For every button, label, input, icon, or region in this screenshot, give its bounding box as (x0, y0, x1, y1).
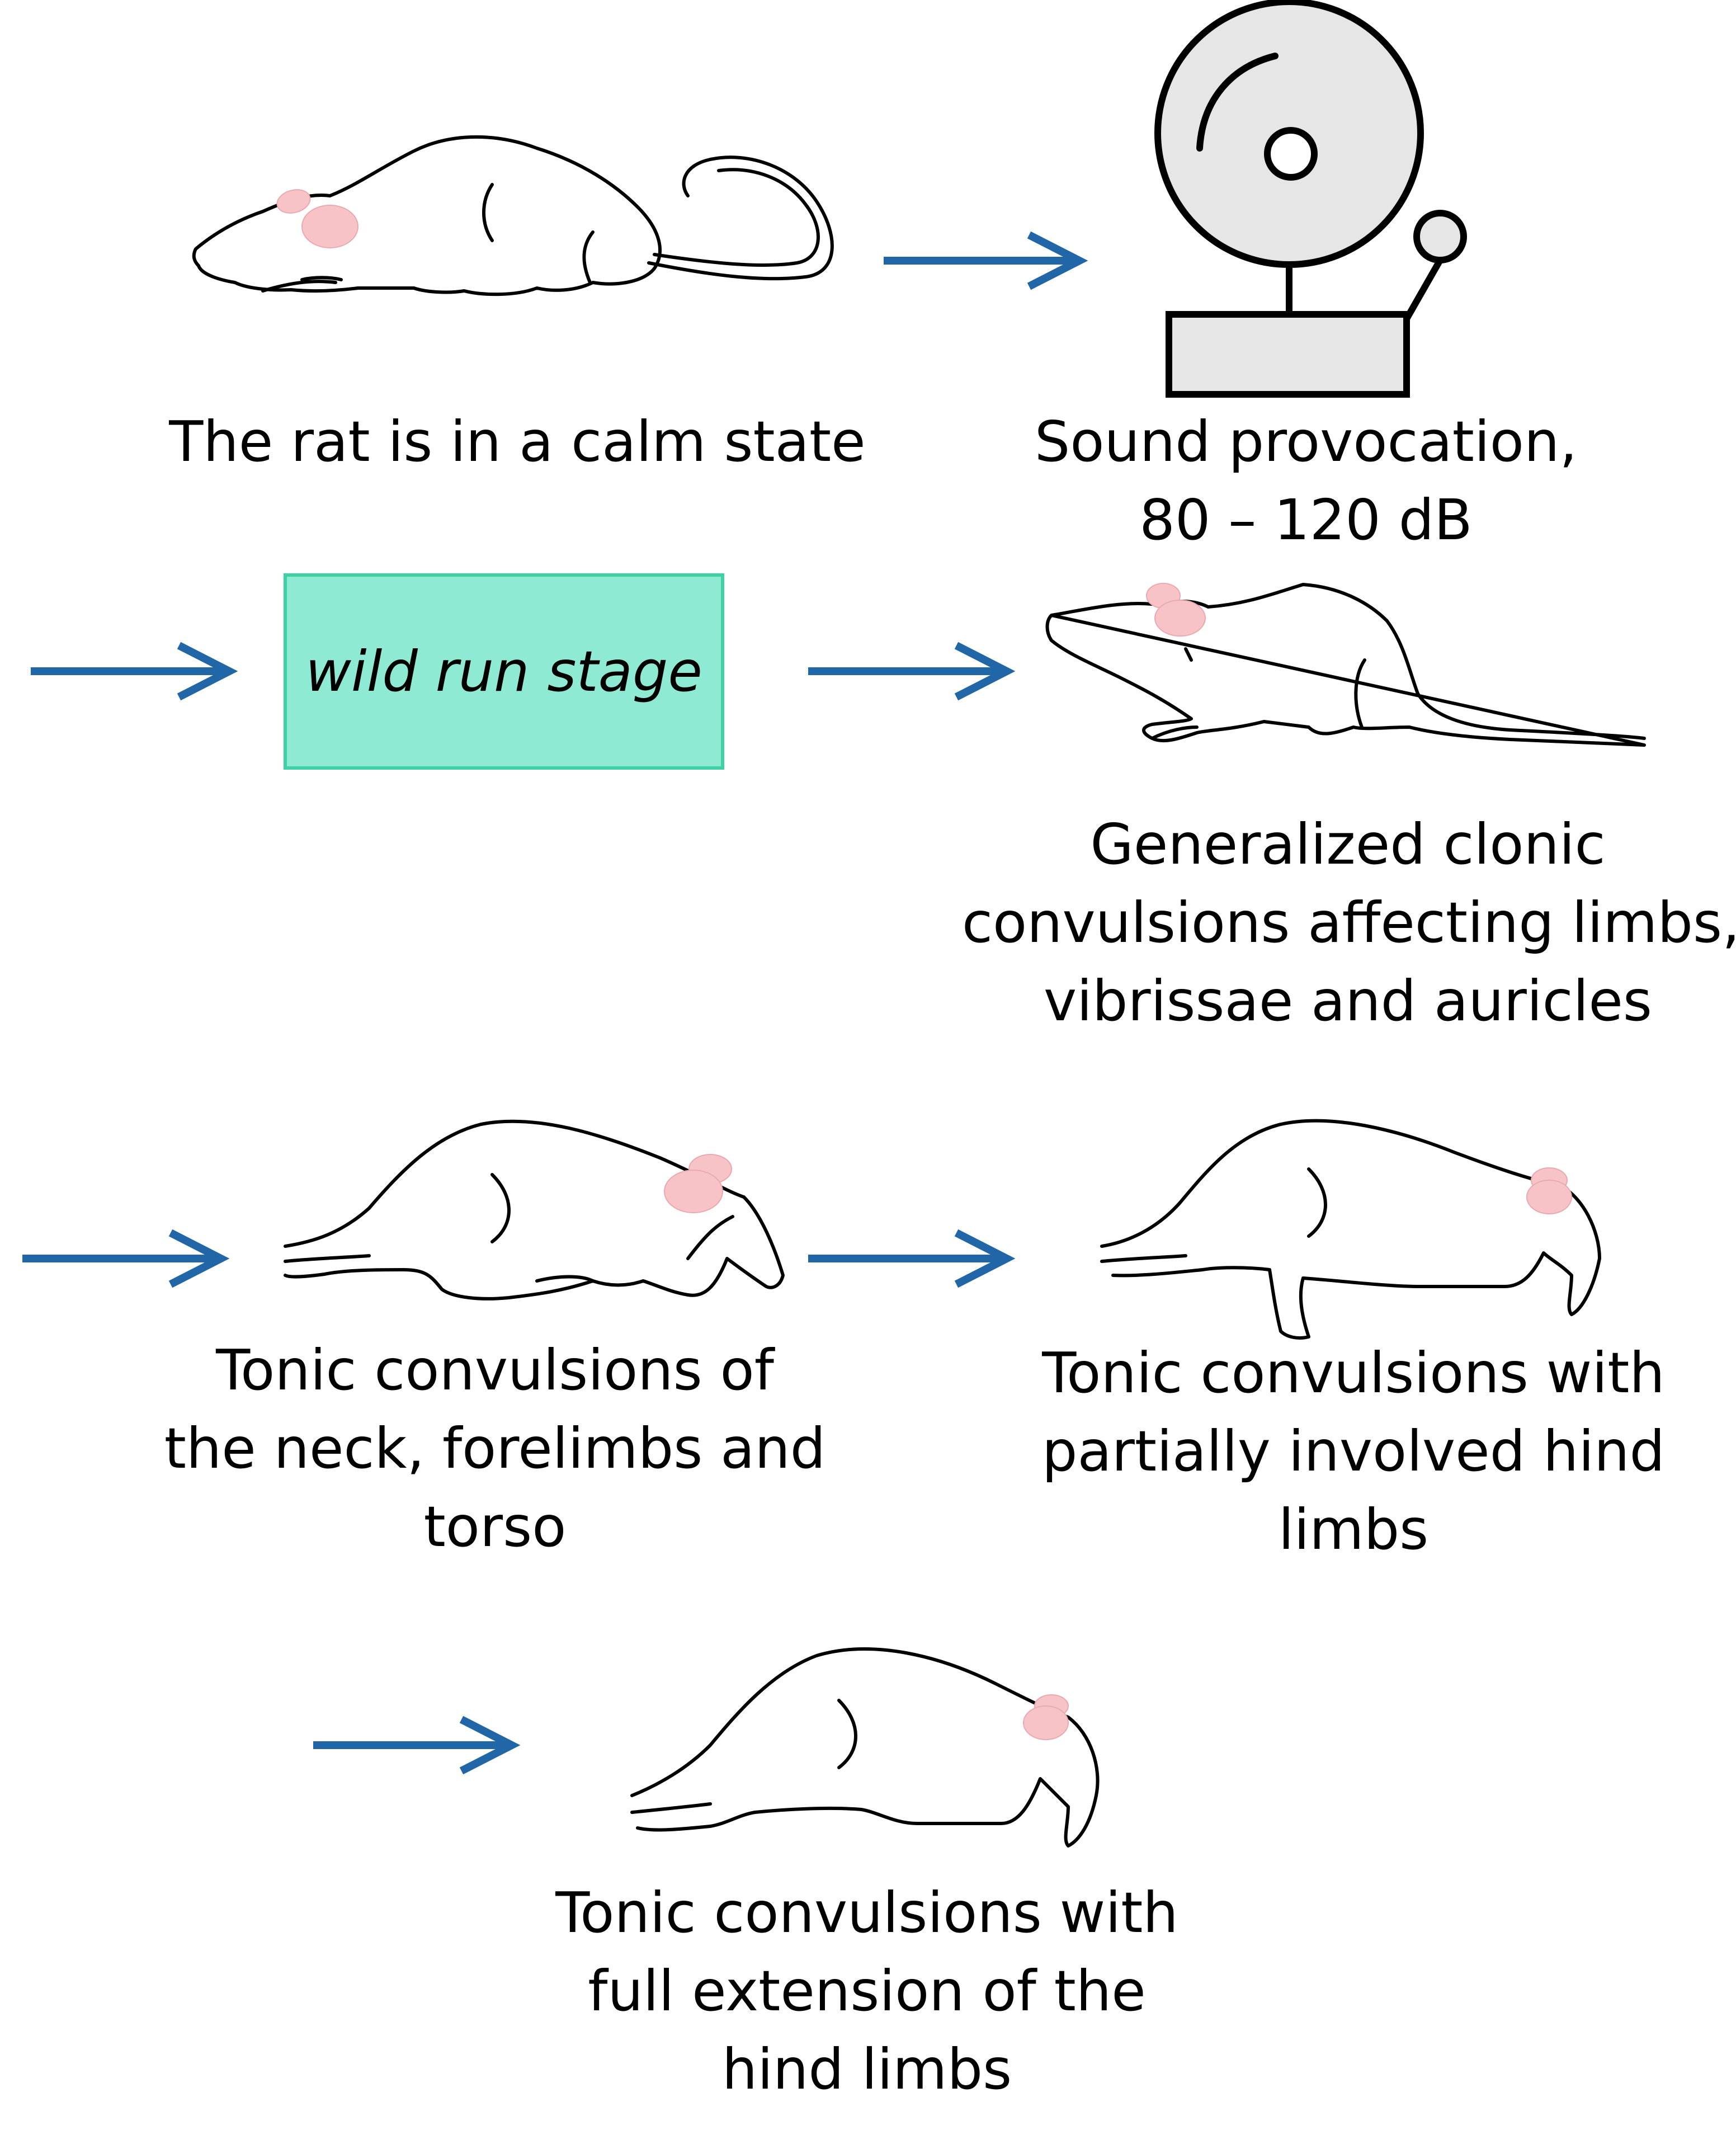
caption-tonic-partial-line-2: partially involved hind (1042, 1419, 1665, 1484)
tonic-partial-rat-illustration (1100, 1119, 1601, 1340)
arrow-wild-run-to-clonic (808, 642, 1016, 701)
arrow-into-wild-run (31, 642, 238, 701)
caption-tonic-partial-line-1: Tonic convulsions with (1042, 1340, 1665, 1406)
caption-tonic-full-line-1: Tonic convulsions with (555, 1880, 1178, 1945)
caption-calm: The rat is in a calm state (157, 403, 878, 481)
caption-tonic-neck-line-2: the neck, forelimbs and (164, 1416, 826, 1481)
tonic-neck-rat-illustration (284, 1119, 785, 1300)
caption-sound: Sound provocation, 80 – 120 dB (1012, 403, 1600, 559)
caption-clonic-line-2: convulsions affecting limbs, (962, 890, 1736, 955)
caption-tonic-neck: Tonic convulsions of the neck, forelimbs… (151, 1331, 839, 1566)
arrow-into-tonic-neck (22, 1229, 230, 1288)
wild-run-stage-label: wild run stage (305, 639, 702, 704)
clonic-rat-illustration (1045, 583, 1646, 747)
caption-clonic-line-1: Generalized clonic (1090, 812, 1606, 877)
caption-clonic-line-3: vibrissae and auricles (1044, 968, 1652, 1034)
caption-tonic-full-line-2: full extension of the (588, 1958, 1146, 2024)
caption-clonic: Generalized clonic convulsions affecting… (962, 805, 1736, 1040)
arrow-tonic-neck-to-partial (808, 1229, 1016, 1288)
arrow-into-tonic-full (313, 1716, 521, 1775)
flow-arrows (22, 231, 1088, 1775)
alarm-bell-icon (1154, 0, 1467, 398)
caption-sound-line-2: 80 – 120 dB (1139, 487, 1473, 553)
caption-tonic-full-line-3: hind limbs (721, 2037, 1012, 2102)
caption-tonic-partial: Tonic convulsions with partially involve… (1018, 1334, 1689, 1569)
calm-rat-illustration (192, 135, 834, 296)
caption-sound-line-1: Sound provocation, (1034, 409, 1578, 474)
tonic-full-rat-illustration (630, 1647, 1100, 1848)
caption-calm-line-1: The rat is in a calm state (169, 409, 866, 474)
arrow-calm-to-sound (884, 231, 1088, 290)
caption-tonic-neck-line-1: Tonic convulsions of (216, 1337, 774, 1403)
caption-tonic-neck-line-3: torso (423, 1494, 567, 1559)
wild-run-stage-box: wild run stage (284, 573, 724, 770)
caption-tonic-full: Tonic convulsions with full extension of… (537, 1874, 1197, 2109)
caption-tonic-partial-line-3: limbs (1278, 1497, 1429, 1562)
